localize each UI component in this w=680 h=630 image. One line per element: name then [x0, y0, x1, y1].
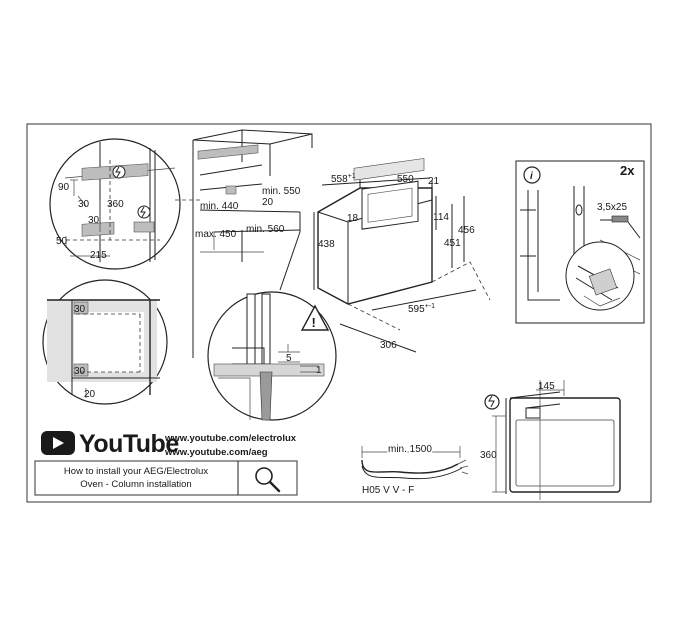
dim-360-right: 360: [480, 450, 497, 461]
diagram-frame: [26, 123, 652, 503]
info-icon: [523, 166, 541, 184]
dim-114: 114: [433, 212, 449, 223]
youtube-url-aeg[interactable]: www.youtube.com/aeg: [164, 447, 268, 458]
dim-18: 18: [347, 213, 359, 224]
info-mark: i: [530, 171, 533, 182]
warning-mark: !: [312, 315, 316, 330]
caption-line-2: Oven - Column installation: [80, 479, 191, 490]
dim-50: 50: [56, 236, 68, 247]
dim-min-440: min. 440: [200, 201, 239, 212]
dim-451: 451: [444, 238, 461, 249]
dim-min-560: min. 560: [246, 224, 285, 235]
dim-5: 5: [286, 353, 292, 364]
oven-isometric: 558+1 550 21 18 114 438 456 451 595+-1 3…: [313, 158, 491, 353]
dim-595: 595+-1: [408, 303, 435, 315]
dim-438: 438: [318, 239, 335, 250]
dim-21: 21: [428, 176, 440, 187]
detail-circle-mounting-bottom: 30 30 20: [42, 279, 168, 405]
detail-circle-mounting-top: 90 360 30 30 50 215: [49, 138, 181, 270]
youtube-block: YouTube www.youtube.com/electrolux www.y…: [41, 430, 297, 458]
power-socket-icon: [484, 394, 500, 410]
dim-30-a: 30: [78, 199, 90, 210]
quantity-2x: 2x: [620, 163, 635, 178]
dim-20-top: 20: [262, 197, 274, 208]
dim-550: 550: [397, 174, 414, 185]
detail-circle-warning: ! 5 1: [207, 291, 337, 421]
dim-20-bottom: 20: [84, 389, 96, 400]
dim-558: 558+1: [331, 173, 356, 185]
screw-detail-box: i 2x 3,5x25: [515, 160, 645, 324]
dim-30-b: 30: [88, 215, 100, 226]
dim-30-d: 30: [74, 366, 86, 377]
dim-215: 215: [90, 250, 107, 261]
youtube-url-electrolux[interactable]: www.youtube.com/electrolux: [164, 433, 297, 444]
dim-360-left: 360: [107, 199, 124, 210]
caption-box: How to install your AEG/Electrolux Oven …: [34, 460, 298, 496]
power-cable: min. 1500 H05 V V - F: [361, 443, 469, 496]
dim-456: 456: [458, 225, 475, 236]
search-icon[interactable]: [255, 467, 281, 493]
warning-icon: [300, 304, 330, 331]
dim-90: 90: [58, 182, 70, 193]
dim-1: 1: [316, 365, 322, 376]
dim-30-c: 30: [74, 304, 86, 315]
caption-line-1: How to install your AEG/Electrolux: [64, 466, 208, 477]
cabinet-outlet-detail: 145 360: [480, 380, 621, 500]
dim-145: 145: [538, 381, 555, 392]
dim-min-1500: min. 1500: [388, 444, 432, 455]
dim-306: 306: [380, 340, 397, 351]
cable-type: H05 V V - F: [362, 485, 414, 496]
dim-max-450: max. 450: [195, 229, 237, 240]
dim-min-550: min. 550: [262, 186, 301, 197]
column-cabinet: min. 440 max. 450 min. 550 20 min. 560: [175, 129, 313, 358]
youtube-brand: YouTube: [79, 430, 179, 458]
screw-size: 3,5x25: [597, 202, 627, 213]
